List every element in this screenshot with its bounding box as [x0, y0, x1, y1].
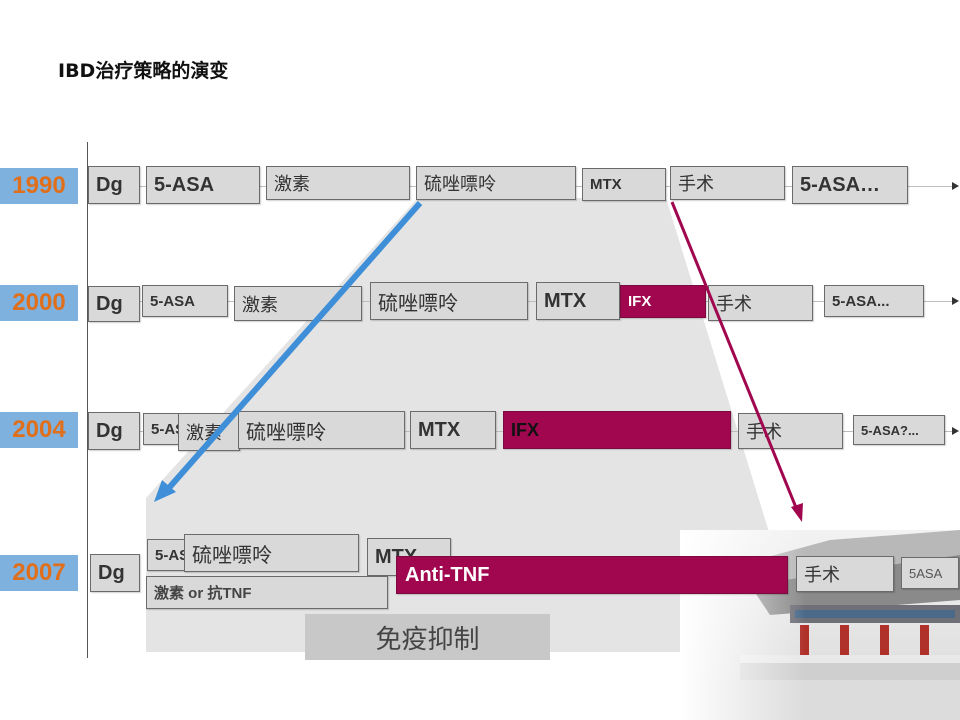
box-2007-azathioprine: 硫唑嘌呤	[184, 534, 359, 572]
year-label-1990: 1990	[0, 168, 78, 204]
box-2007-steroid-or-antitnf: 激素 or 抗TNF	[146, 576, 388, 609]
box-2004-azathioprine: 硫唑嘌呤	[238, 411, 405, 449]
box-1990-5asa: 5-ASA	[146, 166, 260, 204]
year-label-2007: 2007	[0, 555, 78, 591]
box-1990-5asa-end: 5-ASA…	[792, 166, 908, 204]
box-2000-steroid: 激素	[234, 286, 362, 321]
box-2004-5asa-end: 5-ASA?...	[853, 415, 945, 445]
box-2000-5asa: 5-ASA	[142, 285, 228, 317]
box-1990-azathioprine: 硫唑嘌呤	[416, 166, 576, 200]
box-2007-dg: Dg	[90, 554, 140, 592]
box-1990-mtx: MTX	[582, 168, 666, 201]
box-2004-dg: Dg	[88, 412, 140, 450]
year-label-2000: 2000	[0, 285, 78, 321]
year-label-2004: 2004	[0, 412, 78, 448]
box-2000-ifx: IFX	[620, 285, 706, 318]
box-2004-5asa: 5-ASA	[143, 413, 183, 445]
box-2000-surgery: 手术	[708, 285, 813, 321]
box-2004-mtx: MTX	[410, 411, 496, 449]
row-arrow-icon	[952, 297, 959, 305]
page-title: IBD治疗策略的演变	[58, 60, 229, 82]
blue-diagonal-arrow-icon	[154, 201, 423, 502]
maroon-diagonal-arrow-icon	[670, 201, 803, 522]
immunosuppression-label: 免疫抑制	[305, 614, 550, 660]
box-1990-steroid: 激素	[266, 166, 410, 200]
box-1990-surgery: 手术	[670, 166, 785, 200]
box-2000-azathioprine: 硫唑嘌呤	[370, 282, 528, 320]
box-2000-5asa-end: 5-ASA...	[824, 285, 924, 317]
box-2000-dg: Dg	[88, 286, 140, 322]
box-2007-anti-tnf: Anti-TNF	[396, 556, 788, 594]
row-arrow-icon	[952, 427, 959, 435]
timeline-axis	[87, 142, 88, 658]
box-2007-surgery: 手术	[796, 556, 894, 592]
box-2007-5asa-end: 5ASA	[901, 557, 959, 589]
row-arrow-icon	[952, 182, 959, 190]
box-2000-mtx: MTX	[536, 282, 620, 320]
box-1990-dg: Dg	[88, 166, 140, 204]
box-2004-ifx: IFX	[503, 411, 731, 449]
